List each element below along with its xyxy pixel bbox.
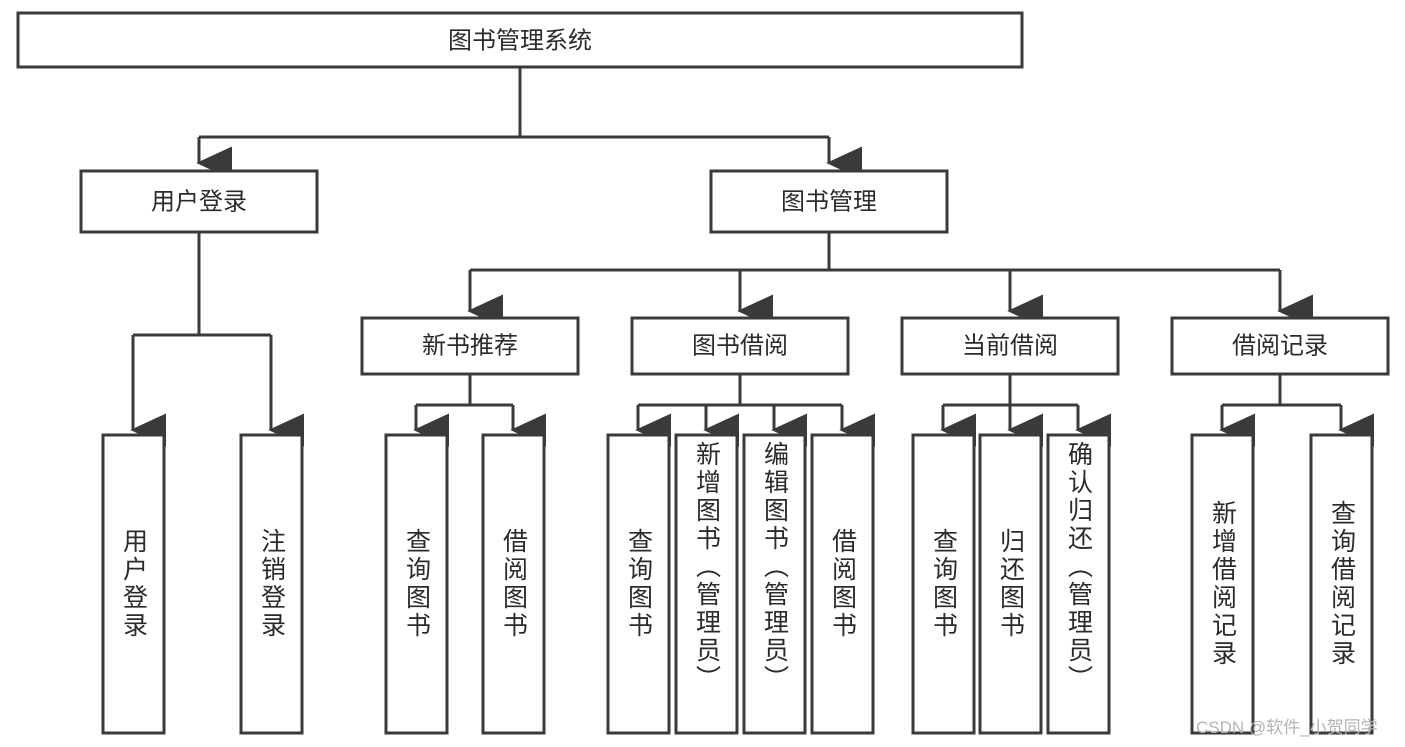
leaf-box-current-borrow-2[interactable] [978,433,1043,735]
watermark-text: CSDN @软件_小贺同学 [1196,718,1378,737]
leaf-box-current-borrow-3[interactable] [1046,433,1111,735]
node-borrow-record-label: 借阅记录 [1232,332,1328,359]
leaf-box-new-book-1[interactable] [384,433,449,735]
leaf-box-current-borrow-1[interactable] [911,433,976,735]
leaf-box-new-book-2[interactable] [481,433,546,735]
node-current-borrow-label: 当前借阅 [962,332,1058,359]
node-root-label: 图书管理系统 [448,27,592,54]
leaf-box-book-borrow-3[interactable] [742,433,807,735]
leaf-box-book-borrow-2[interactable] [674,433,739,735]
node-book-manage[interactable] [709,169,949,234]
node-root[interactable] [16,11,1024,69]
leaf-box-borrow-record-1[interactable] [1190,433,1255,735]
node-book-borrow[interactable] [630,316,850,376]
leaf-box-book-borrow-1[interactable] [606,433,671,735]
node-new-book-recommend[interactable] [360,316,580,376]
node-new-book-recommend-label: 新书推荐 [422,332,518,359]
node-borrow-record[interactable] [1170,316,1390,376]
node-book-manage-label: 图书管理 [781,188,877,215]
node-book-borrow-label: 图书借阅 [692,332,788,359]
node-user-login-label: 用户登录 [151,188,247,215]
leaf-box-borrow-record-2[interactable] [1309,433,1374,735]
node-current-borrow[interactable] [900,316,1120,376]
leaf-box-user-login-1[interactable] [101,433,166,735]
leaf-box-book-borrow-4[interactable] [810,433,875,735]
leaf-box-user-login-2[interactable] [239,433,304,735]
